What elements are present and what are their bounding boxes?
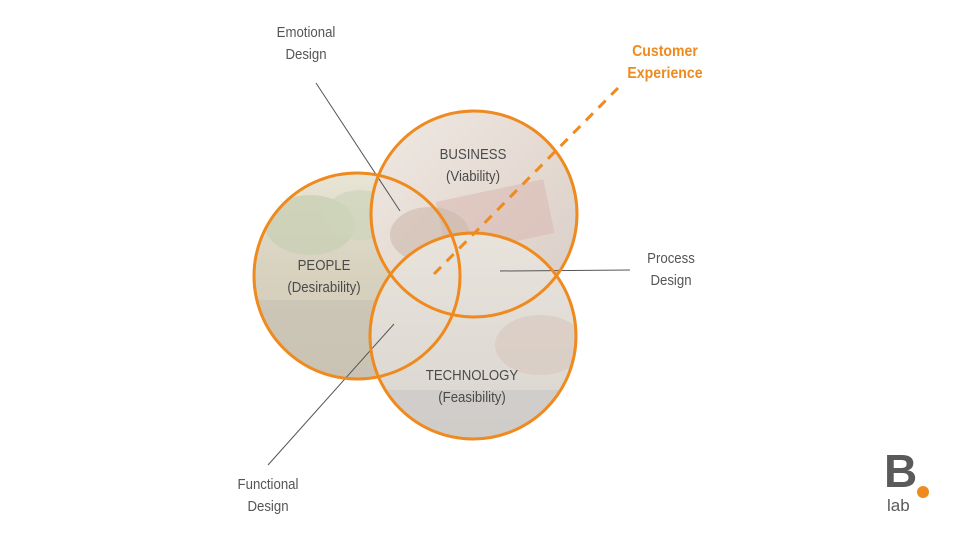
process-design-line-2: Design <box>650 272 692 289</box>
functional-design-connector <box>267 323 395 466</box>
people-label: PEOPLE (Desirability) <box>271 255 377 299</box>
functional-design-line-1: Functional <box>237 476 299 493</box>
business-label: BUSINESS (Viability) <box>425 144 522 188</box>
logo-dot-icon <box>917 486 929 498</box>
business-title: BUSINESS <box>439 146 507 163</box>
technology-title: TECHNOLOGY <box>425 367 519 384</box>
process-design-line-1: Process <box>647 250 695 267</box>
technology-circle <box>368 231 578 441</box>
functional-design-label: Functional Design <box>224 474 312 518</box>
technology-label: TECHNOLOGY (Feasibility) <box>419 365 525 409</box>
technology-subtitle: (Feasibility) <box>438 389 506 406</box>
emotional-design-line-1: Emotional <box>276 24 336 41</box>
logo-mark: B <box>884 445 918 497</box>
emotional-design-label: Emotional Design <box>262 22 350 66</box>
people-subtitle: (Desirability) <box>287 279 361 296</box>
customer-experience-connector <box>432 86 620 276</box>
process-design-label: Process Design <box>633 248 709 292</box>
process-design-connector <box>499 269 631 272</box>
customer-experience-label: Customer Experience <box>618 41 711 85</box>
blab-logo: B lab <box>884 445 944 521</box>
customer-experience-line-2: Experience <box>627 65 703 82</box>
customer-experience-line-1: Customer <box>632 43 698 60</box>
people-title: PEOPLE <box>297 257 351 274</box>
functional-design-line-2: Design <box>247 498 289 515</box>
business-subtitle: (Viability) <box>445 168 501 185</box>
emotional-design-connector <box>315 82 401 212</box>
people-circle <box>252 171 462 381</box>
business-circle <box>369 109 579 319</box>
logo-text: lab <box>887 496 910 515</box>
emotional-design-line-2: Design <box>285 46 327 63</box>
